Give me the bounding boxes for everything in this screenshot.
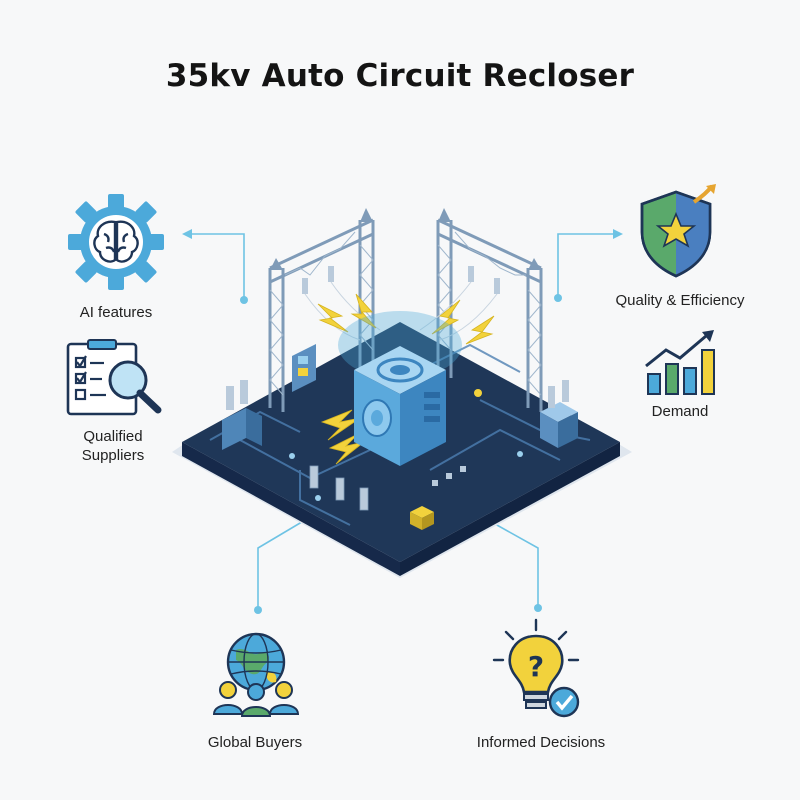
shield-star-icon (640, 184, 716, 278)
brain-gear-icon (68, 194, 164, 290)
checklist-magnifier-icon (66, 339, 162, 416)
connector-quality (557, 233, 615, 298)
svg-text:?: ? (528, 650, 544, 683)
demand-label: Demand (651, 403, 709, 420)
recloser-substation-icon (172, 208, 632, 578)
global-buyers-label: Global Buyers (207, 734, 303, 751)
informed-decisions-label: Informed Decisions (476, 734, 606, 751)
qualified-suppliers-label: Qualified Suppliers (58, 427, 168, 465)
globe-people-icon (212, 632, 300, 717)
qualified-suppliers-label-line2: Suppliers (81, 447, 145, 464)
quality-efficiency-label: Quality & Efficiency (615, 292, 745, 309)
ai-features-label: AI features (79, 304, 153, 321)
connector-ai (190, 233, 245, 300)
lightbulb-question-icon: ? (492, 618, 580, 718)
qualified-suppliers-label-line1: Qualified (83, 428, 143, 445)
page-title: 35kv Auto Circuit Recloser (165, 58, 635, 94)
bar-chart-growth-icon (645, 330, 715, 395)
